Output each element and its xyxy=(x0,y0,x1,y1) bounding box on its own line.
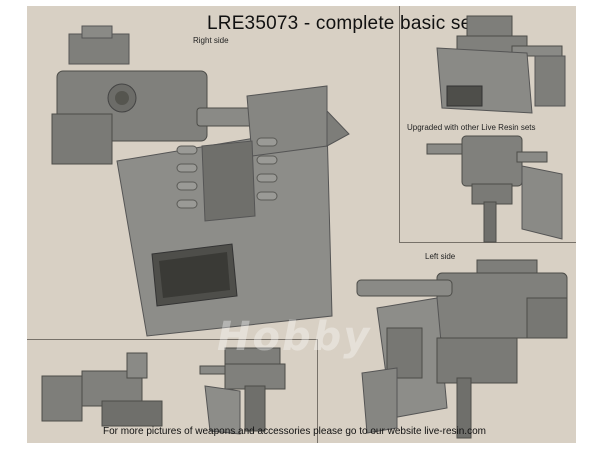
weapon-station-left-side xyxy=(356,259,568,439)
divider-main-bottom xyxy=(27,339,317,340)
upgraded-view-middle xyxy=(426,135,563,243)
bottom-view-2 xyxy=(199,347,286,435)
watermark: Hobby xyxy=(217,314,372,360)
caption-left-side: Left side xyxy=(425,252,456,261)
caption-upgraded: Upgraded with other Live Resin sets xyxy=(407,123,536,132)
divider-main-right xyxy=(399,6,400,242)
weapon-station-right-side xyxy=(51,25,350,337)
footer-text: For more pictures of weapons and accesso… xyxy=(103,426,486,437)
product-title: LRE35073 - complete basic set xyxy=(207,13,477,34)
upgraded-view-top xyxy=(436,15,566,114)
bottom-view-1 xyxy=(41,352,163,427)
caption-right-side: Right side xyxy=(193,36,229,45)
product-photo: LRE35073 - complete basic set Right side… xyxy=(27,6,576,443)
divider-bottom-vertical xyxy=(317,339,318,443)
